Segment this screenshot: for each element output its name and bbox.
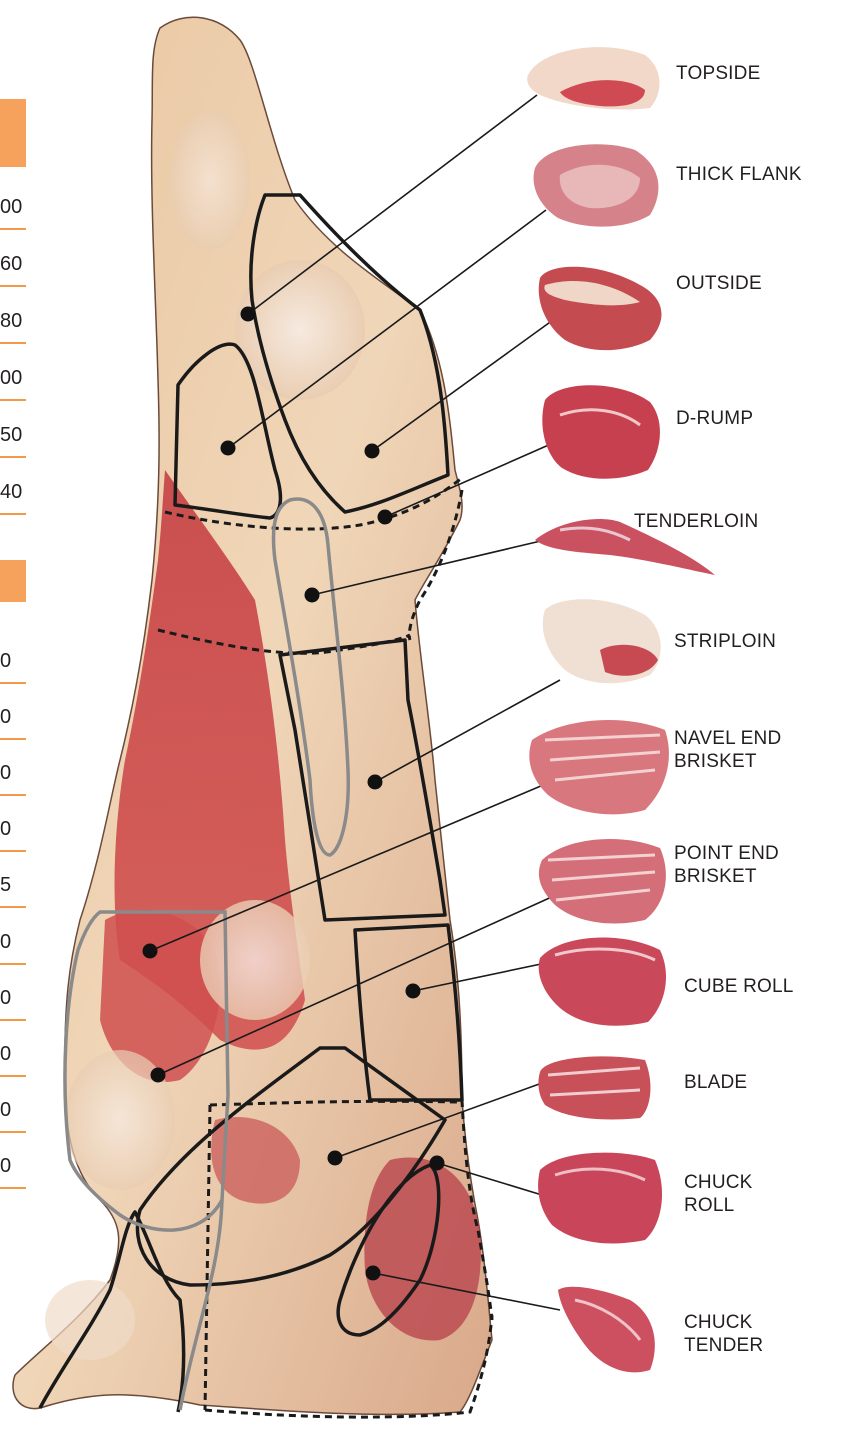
leg-fat-patch: [45, 1280, 135, 1360]
dot-striploin: [368, 775, 383, 790]
label-tenderloin: TENDERLOIN: [634, 510, 758, 533]
dot-thick-flank: [221, 441, 236, 456]
thumb-navel-end-brisket: [529, 720, 669, 814]
label-outside: OUTSIDE: [676, 272, 762, 295]
dot-chuck-tender: [366, 1266, 381, 1281]
label-point-end-brisket: POINT END BRISKET: [674, 842, 779, 888]
dot-blade: [328, 1151, 343, 1166]
dot-d-rump: [378, 510, 393, 525]
thumb-topside: [527, 47, 659, 109]
thumb-striploin: [543, 599, 661, 683]
topside-fat-patch: [170, 110, 250, 250]
label-thick-flank: THICK FLANK: [676, 163, 802, 186]
dot-cube-roll: [406, 984, 421, 999]
thumb-thick-flank: [534, 144, 659, 226]
label-topside: TOPSIDE: [676, 62, 760, 85]
dot-tenderloin: [305, 588, 320, 603]
dot-chuck-roll: [430, 1156, 445, 1171]
thumb-point-end-brisket: [539, 839, 666, 924]
dot-outside: [365, 444, 380, 459]
thumb-chuck-roll: [538, 1153, 662, 1244]
thumb-outside: [539, 267, 662, 350]
dot-topside: [241, 307, 256, 322]
label-cube-roll: CUBE ROLL: [684, 975, 794, 998]
label-d-rump: D-RUMP: [676, 407, 753, 430]
label-blade: BLADE: [684, 1071, 747, 1094]
label-chuck-tender: CHUCK TENDER: [684, 1311, 763, 1357]
thumb-d-rump: [542, 385, 660, 479]
thumb-blade: [538, 1056, 650, 1119]
brisket-fat-patch: [200, 900, 310, 1020]
thumb-chuck-tender: [558, 1287, 655, 1373]
dot-point-end-brisket: [151, 1068, 166, 1083]
thumb-cube-roll: [539, 938, 666, 1026]
label-chuck-roll: CHUCK ROLL: [684, 1171, 753, 1217]
label-striploin: STRIPLOIN: [674, 630, 776, 653]
label-navel-end-brisket: NAVEL END BRISKET: [674, 727, 781, 773]
dot-navel-end-brisket: [143, 944, 158, 959]
